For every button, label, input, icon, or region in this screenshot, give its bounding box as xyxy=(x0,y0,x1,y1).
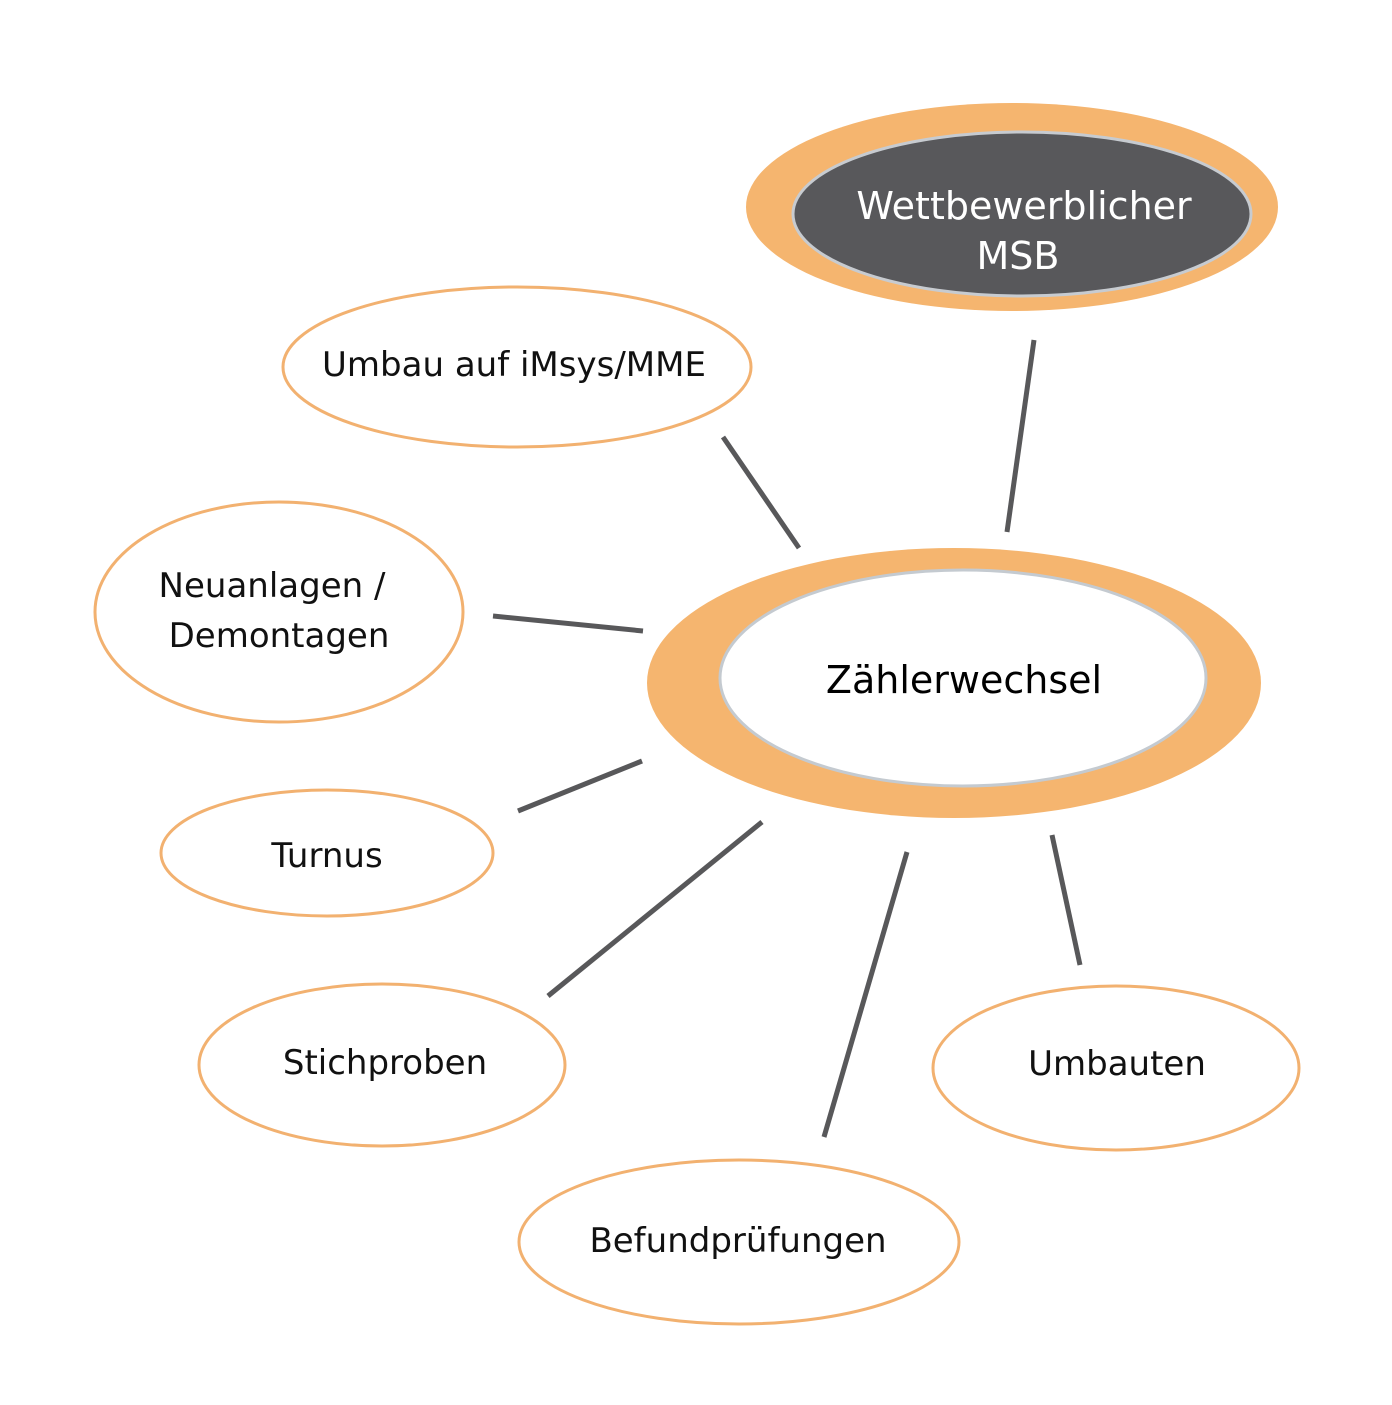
connector-stichproben xyxy=(546,820,764,998)
node-wettbewerblicher-msb[interactable]: Wettbewerblicher MSB xyxy=(746,103,1278,311)
connector-umbauten xyxy=(1049,834,1083,966)
turnus-ellipse xyxy=(159,788,495,918)
node-turnus[interactable]: Turnus xyxy=(159,788,495,918)
connector-befundpruefungen xyxy=(821,851,910,1138)
umbau-imsys-label: Umbau auf iMsys/MME xyxy=(322,345,706,385)
hub-inner-fill xyxy=(718,568,1208,788)
umbauten-label: Umbauten xyxy=(1028,1044,1206,1084)
node-neuanlagen-demontagen[interactable]: Neuanlagen / Demontagen xyxy=(93,500,465,724)
umbau-imsys-ellipse xyxy=(281,285,753,449)
stichproben-label: Stichproben xyxy=(283,1043,487,1083)
neuanlagen-ellipse xyxy=(93,500,465,724)
connector-lines xyxy=(492,339,1083,1138)
befundpruefungen-ellipse xyxy=(517,1158,961,1326)
node-befundpruefungen[interactable]: Befundprüfungen xyxy=(517,1158,961,1326)
turnus-label: Turnus xyxy=(270,836,382,876)
umbauten-ellipse xyxy=(931,984,1301,1152)
befundpruefungen-label: Befundprüfungen xyxy=(589,1221,886,1261)
node-zaehlerwechsel-hub[interactable]: Zählerwechsel xyxy=(647,548,1261,818)
connector-turnus xyxy=(517,758,643,814)
node-umbau-imsys[interactable]: Umbau auf iMsys/MME xyxy=(281,285,753,449)
neuanlagen-label-line2: Demontagen xyxy=(169,616,390,656)
hub-label: Zählerwechsel xyxy=(826,658,1102,702)
stichproben-ellipse xyxy=(197,982,567,1148)
neuanlagen-label-line1: Neuanlagen / xyxy=(159,566,386,606)
node-stichproben[interactable]: Stichproben xyxy=(197,982,567,1148)
connector-msb xyxy=(1004,339,1037,533)
msb-inner-fill xyxy=(791,130,1253,298)
msb-label-line1: Wettbewerblicher xyxy=(856,184,1192,228)
node-umbauten[interactable]: Umbauten xyxy=(931,984,1301,1152)
connector-umbau-imsys xyxy=(720,435,802,550)
msb-label-line2: MSB xyxy=(977,234,1060,278)
connector-neuanlagen xyxy=(492,613,644,634)
